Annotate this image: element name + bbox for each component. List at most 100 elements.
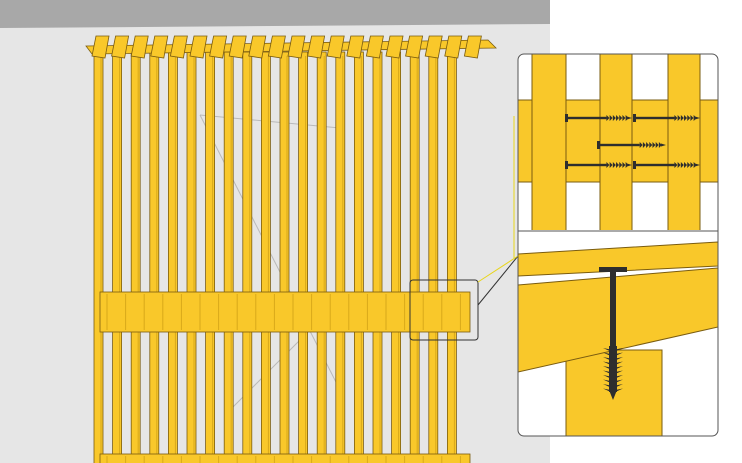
screw-tip	[695, 163, 700, 167]
section-rail	[518, 267, 718, 373]
screw-thread-tooth	[677, 162, 681, 168]
screw-head	[633, 161, 636, 169]
vertical-slat	[242, 51, 253, 463]
vertical-slat	[205, 51, 216, 463]
detail-slat-1	[531, 54, 567, 230]
screw-shank	[610, 270, 616, 346]
screw-pattern-detail	[518, 54, 718, 230]
screw-tip	[627, 163, 632, 167]
detail-slat-2	[599, 54, 633, 230]
top-slat	[287, 35, 306, 59]
screw-shank	[600, 143, 640, 147]
top-slat	[463, 35, 482, 59]
vertical-slat	[186, 51, 197, 463]
screw-head	[565, 114, 568, 122]
callout-line-upper	[477, 255, 519, 283]
screw-thread-tooth	[609, 115, 613, 121]
thread-core	[609, 346, 617, 392]
screw-thread-tooth	[652, 142, 656, 148]
vertical-slat	[446, 51, 457, 463]
top-slat	[111, 35, 130, 59]
screw-thread-tooth	[674, 162, 678, 168]
top-slat	[424, 35, 443, 59]
screw-shank	[636, 163, 675, 167]
top-slat	[150, 35, 169, 59]
screw-thread-tooth	[680, 115, 684, 121]
screw-thread	[603, 346, 623, 393]
screw-thread-tooth	[684, 115, 688, 121]
screw-thread-tooth	[646, 142, 650, 148]
top-slat	[209, 35, 228, 59]
section-slat	[518, 241, 718, 277]
screw-thread-tooth	[622, 162, 626, 168]
screw-thread-tooth	[622, 115, 626, 121]
screw-thread-tooth	[658, 142, 662, 148]
vertical-slat	[316, 51, 327, 463]
horizontal-rail	[99, 453, 471, 463]
screw-thread-tooth	[642, 142, 646, 148]
vertical-slat	[391, 51, 402, 463]
horizontal-rails	[99, 291, 471, 463]
horizontal-rail	[99, 291, 471, 333]
top-slat	[91, 35, 110, 59]
background-wall	[0, 0, 550, 463]
top-slats	[85, 35, 497, 59]
vertical-slat	[149, 51, 160, 463]
top-slat	[248, 35, 267, 59]
screw-thread-tooth	[616, 162, 620, 168]
detail-panel-border	[517, 53, 719, 437]
vertical-slat	[167, 51, 178, 463]
screw-thread-tooth	[606, 162, 610, 168]
screws	[565, 114, 700, 169]
screw-thread-tooth	[677, 115, 681, 121]
section-screw	[599, 267, 627, 400]
screw-thread-tooth	[649, 142, 653, 148]
vertical-slat	[335, 51, 346, 463]
top-slat	[326, 35, 345, 59]
fence-panel	[85, 35, 497, 463]
top-slat	[405, 35, 424, 59]
screw-thread-tooth	[619, 162, 623, 168]
screw-shank	[636, 116, 675, 120]
screw-tip	[609, 390, 617, 400]
screw-head	[599, 267, 627, 272]
screw-thread-tooth	[687, 162, 691, 168]
top-slat	[385, 35, 404, 59]
vertical-slat	[130, 51, 141, 463]
screw-thread-tooth	[639, 142, 643, 148]
screw-thread-tooth	[606, 115, 610, 121]
screw-thread-tooth	[616, 115, 620, 121]
screw-thread-tooth	[619, 115, 623, 121]
top-slat	[365, 35, 384, 59]
screw-thread-tooth	[684, 162, 688, 168]
screw-tip	[695, 116, 700, 120]
screw-tip	[661, 143, 666, 147]
screw-head	[565, 161, 568, 169]
top-slat	[228, 35, 247, 59]
callout-line-lower	[477, 255, 519, 306]
screw-shank	[568, 163, 607, 167]
vertical-slat	[260, 51, 271, 463]
detail-slat-3	[667, 54, 701, 230]
callout	[409, 116, 519, 341]
screw-thread-tooth	[690, 162, 694, 168]
top-slat	[444, 35, 463, 59]
top-slat	[346, 35, 365, 59]
top-slat	[189, 35, 208, 59]
top-slat	[169, 35, 188, 59]
vertical-slat	[353, 51, 364, 463]
wall-top-band	[0, 0, 550, 28]
screw-thread-tooth	[655, 142, 659, 148]
vertical-slat	[93, 51, 104, 463]
screw-thread-tooth	[674, 115, 678, 121]
screw-head	[597, 141, 600, 149]
screw-thread-tooth	[612, 115, 616, 121]
vertical-slat	[112, 51, 122, 463]
screw-thread-tooth	[680, 162, 684, 168]
vertical-slat	[298, 51, 309, 463]
screw-thread-tooth	[690, 115, 694, 121]
callout-frame	[409, 279, 479, 341]
screw-thread-tooth	[609, 162, 613, 168]
